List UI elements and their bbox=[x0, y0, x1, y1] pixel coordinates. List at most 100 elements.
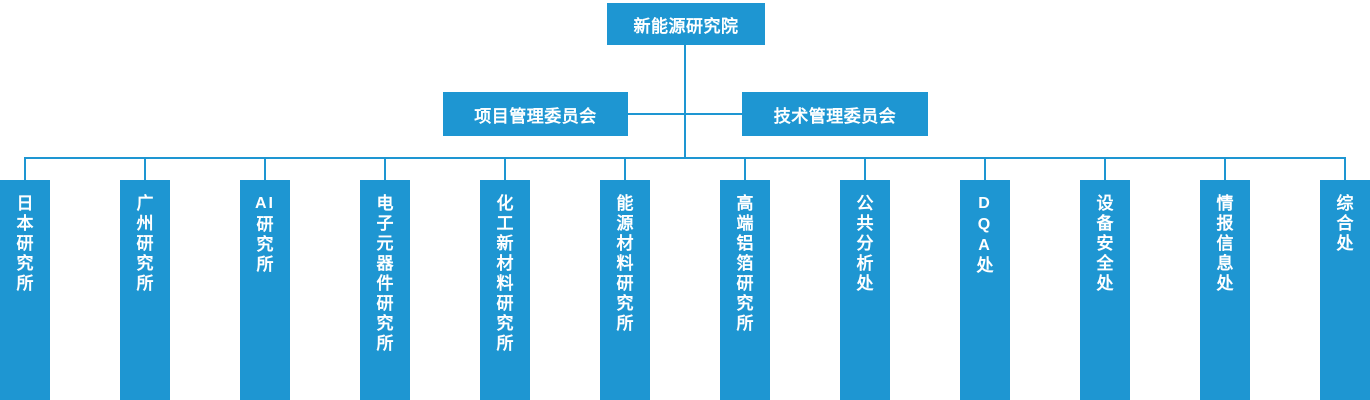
label-glyph: 处 bbox=[856, 274, 874, 294]
label-glyph: 材 bbox=[616, 234, 634, 254]
label-glyph: 处 bbox=[1216, 274, 1234, 294]
label-glyph: 处 bbox=[976, 256, 994, 276]
label-glyph: 端 bbox=[736, 214, 754, 234]
node-department-equipment-safety-office[interactable]: 设备安全处 bbox=[1080, 180, 1130, 400]
label-glyph: 研 bbox=[736, 274, 754, 294]
connector-stub-department bbox=[384, 157, 386, 180]
node-committee-label: 项目管理委员会 bbox=[474, 106, 597, 126]
label-glyph: 所 bbox=[376, 334, 394, 354]
node-department-label: 情报信息处 bbox=[1217, 194, 1234, 294]
connector-stub-department bbox=[744, 157, 746, 180]
label-glyph: 电 bbox=[376, 194, 394, 213]
connector-root-spine bbox=[684, 45, 686, 159]
connector-stub-department bbox=[1104, 157, 1106, 180]
label-glyph: 料 bbox=[616, 254, 634, 274]
label-glyph: 工 bbox=[496, 214, 514, 234]
label-glyph: 铝 bbox=[736, 234, 754, 254]
node-department-general-affairs-office[interactable]: 综合处 bbox=[1320, 180, 1370, 400]
label-glyph: 料 bbox=[496, 274, 514, 294]
label-glyph: 情 bbox=[1216, 194, 1234, 213]
label-glyph: 全 bbox=[1096, 254, 1114, 274]
node-root-label: 新能源研究院 bbox=[633, 16, 739, 36]
node-department-label: 能源材料研究所 bbox=[617, 194, 634, 334]
node-department-label: 电子元器件研究所 bbox=[377, 194, 394, 354]
label-glyph: 能 bbox=[616, 194, 634, 213]
label-glyph: 研 bbox=[376, 294, 394, 314]
label-glyph: Q bbox=[977, 215, 993, 233]
label-glyph: 日 bbox=[16, 194, 34, 213]
node-department-label: 日本研究所 bbox=[17, 194, 34, 294]
label-glyph: 器 bbox=[376, 254, 394, 274]
label-glyph: 究 bbox=[256, 234, 274, 254]
node-department-label: 化工新材料研究所 bbox=[497, 194, 514, 354]
label-glyph: 究 bbox=[136, 254, 154, 274]
label-glyph: A bbox=[978, 236, 992, 254]
label-glyph: 分 bbox=[856, 234, 874, 254]
label-glyph: 安 bbox=[1096, 234, 1114, 254]
label-glyph: 子 bbox=[376, 214, 394, 234]
label-glyph: 析 bbox=[856, 254, 874, 274]
connector-stub-department bbox=[504, 157, 506, 180]
node-department-energy-materials-institute[interactable]: 能源材料研究所 bbox=[600, 180, 650, 400]
node-root-institute[interactable]: 新能源研究院 bbox=[607, 3, 765, 45]
label-glyph: 研 bbox=[496, 294, 514, 314]
node-department-japan-institute[interactable]: 日本研究所 bbox=[0, 180, 50, 400]
label-glyph: 处 bbox=[1096, 274, 1114, 294]
connector-department-bus bbox=[24, 157, 1346, 159]
node-committee-project-management[interactable]: 项目管理委员会 bbox=[443, 92, 628, 136]
node-department-label: 广州研究所 bbox=[137, 194, 154, 294]
label-glyph: 所 bbox=[256, 254, 274, 274]
connector-stub-department bbox=[984, 157, 986, 180]
label-glyph: 研 bbox=[616, 274, 634, 294]
node-department-label: 高端铝箔研究所 bbox=[737, 194, 754, 334]
label-glyph: 处 bbox=[1336, 234, 1354, 254]
label-glyph: 共 bbox=[856, 214, 874, 234]
label-glyph: 所 bbox=[16, 274, 34, 294]
label-glyph: 信 bbox=[1216, 234, 1234, 254]
connector-stub-department bbox=[24, 157, 26, 180]
connector-stub-department bbox=[144, 157, 146, 180]
label-glyph: 本 bbox=[16, 214, 34, 234]
node-department-electronic-components-institute[interactable]: 电子元器件研究所 bbox=[360, 180, 410, 400]
label-glyph: D bbox=[978, 195, 992, 212]
node-department-chemical-new-materials-institute[interactable]: 化工新材料研究所 bbox=[480, 180, 530, 400]
label-glyph: 所 bbox=[736, 314, 754, 334]
label-glyph: 究 bbox=[616, 294, 634, 314]
connector-stub-department bbox=[264, 157, 266, 180]
connector-stub-department bbox=[1344, 157, 1346, 180]
label-glyph: 究 bbox=[736, 294, 754, 314]
label-glyph: 件 bbox=[376, 274, 394, 294]
node-department-label: 设备安全处 bbox=[1097, 194, 1114, 294]
node-department-label: 公共分析处 bbox=[857, 194, 874, 294]
label-glyph: 究 bbox=[496, 314, 514, 334]
label-glyph: 州 bbox=[136, 214, 154, 234]
node-department-high-end-aluminum-foil-institute[interactable]: 高端铝箔研究所 bbox=[720, 180, 770, 400]
node-department-label: 综合处 bbox=[1337, 194, 1354, 254]
connector-stub-department bbox=[1224, 157, 1226, 180]
label-glyph: 报 bbox=[1216, 214, 1234, 234]
node-department-intelligence-information-office[interactable]: 情报信息处 bbox=[1200, 180, 1250, 400]
node-committee-label: 技术管理委员会 bbox=[773, 106, 897, 126]
label-glyph: 息 bbox=[1216, 254, 1234, 274]
label-glyph: 所 bbox=[616, 314, 634, 334]
label-glyph: 研 bbox=[256, 214, 274, 234]
label-glyph: 化 bbox=[496, 194, 514, 213]
label-glyph: 公 bbox=[856, 194, 874, 213]
node-committee-technical-management[interactable]: 技术管理委员会 bbox=[742, 92, 928, 136]
label-glyph: 研 bbox=[136, 234, 154, 254]
connector-committee-link bbox=[628, 113, 742, 115]
label-glyph: 研 bbox=[16, 234, 34, 254]
label-glyph: 综 bbox=[1336, 194, 1354, 213]
connector-stub-department bbox=[864, 157, 866, 180]
label-glyph: 所 bbox=[496, 334, 514, 354]
label-glyph: 所 bbox=[136, 274, 154, 294]
label-glyph: 源 bbox=[616, 214, 634, 234]
label-glyph: 材 bbox=[496, 254, 514, 274]
node-department-public-analysis-office[interactable]: 公共分析处 bbox=[840, 180, 890, 400]
node-department-guangzhou-institute[interactable]: 广州研究所 bbox=[120, 180, 170, 400]
